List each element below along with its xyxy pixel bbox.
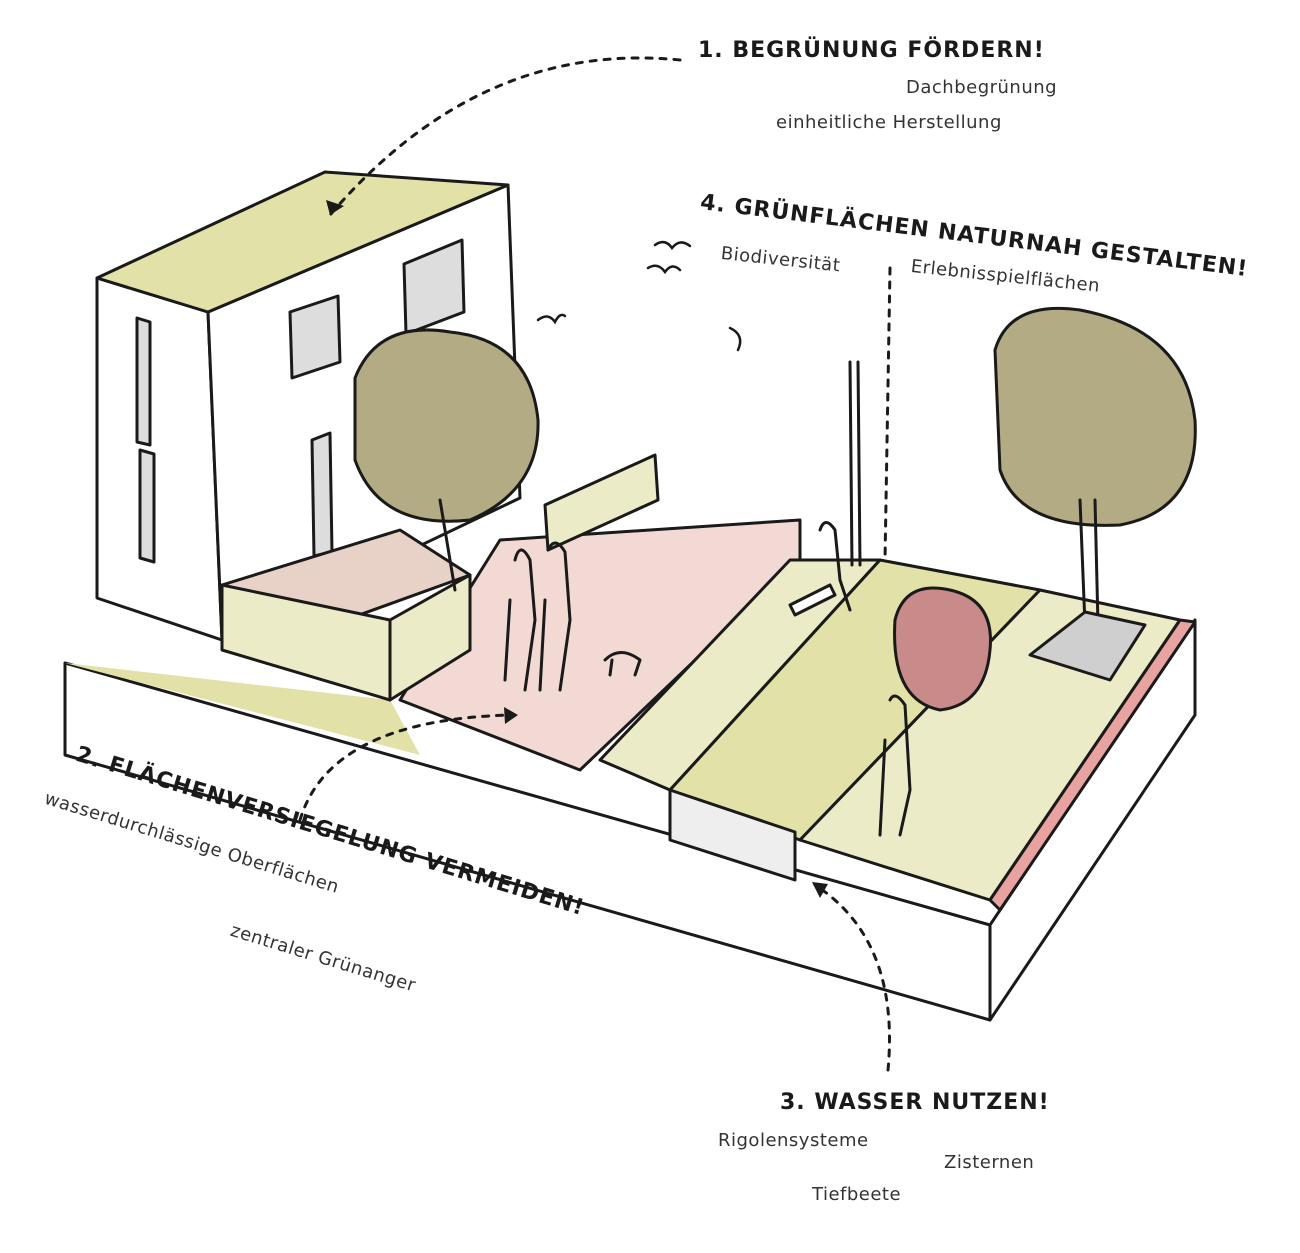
tree-grate [1028,610,1147,682]
arrow-2 [298,713,512,822]
item-einheitliche-herstellung: einheitliche Herstellung [776,112,1002,133]
rigole-box [668,788,797,882]
green-roof [95,170,510,314]
front-wall-side [388,573,472,702]
arrow-1 [328,56,682,217]
arrow-1-head [326,200,344,215]
item-dachbegruenung: Dachbegrünung [906,77,1058,98]
window [138,448,156,564]
window [288,294,342,380]
person [878,694,912,837]
dog [603,651,642,677]
bird [646,264,682,275]
arrow-3 [813,883,891,1072]
heading-begruenung: 1. BEGRÜNUNG FÖRDERN! [698,38,1045,63]
red-shrub [893,586,992,712]
tree-right-crown [993,306,1197,527]
window [135,316,152,447]
person [538,541,572,692]
person [818,521,852,612]
item-rigolensysteme: Rigolensysteme [718,1130,869,1151]
arrow-3-head [812,882,828,898]
person [503,548,537,692]
raised-bed [543,453,660,552]
arrow-4 [883,266,892,562]
bird [653,240,692,251]
building-side [95,276,224,642]
heading-wasser-nutzen: 3. WASSER NUTZEN! [780,1090,1050,1115]
item-zisternen: Zisternen [944,1152,1035,1173]
bird [728,326,742,352]
arrow-2-head [504,707,518,724]
front-bed [65,663,420,755]
bench [788,583,837,617]
item-tiefbeete: Tiefbeete [812,1184,902,1205]
window [402,238,466,336]
brick-edge [988,618,1197,912]
window [310,431,334,558]
bird [536,313,567,325]
tree-left-crown [353,328,540,523]
